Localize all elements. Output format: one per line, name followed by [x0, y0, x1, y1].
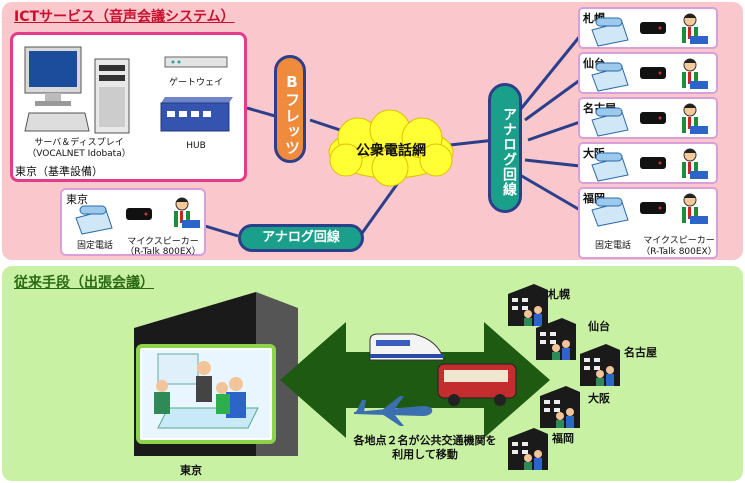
bflets-pill: Bフレッツ: [274, 55, 306, 163]
branch-speaker-label-line2: （R-Talk 800EX）: [641, 247, 717, 257]
server-tower-icon: [94, 58, 130, 134]
dest-sapporo: 札幌: [548, 288, 570, 301]
tokyo-speaker-label-line2: （R-Talk 800EX）: [125, 247, 201, 257]
keyboard-icon: [24, 112, 90, 132]
ict-section-title: ICTサービス（音声会議システム）: [14, 9, 235, 25]
tokyo-client-city: 東京: [66, 193, 88, 206]
dest-nagoya: 名古屋: [624, 346, 657, 359]
hub-label: HUB: [186, 141, 206, 151]
dest-osaka: 大阪: [588, 392, 610, 405]
tokyo-client-box: 東京 固定電話 マイクスピーカー （R-Talk 800EX）: [60, 188, 206, 257]
destination-buildings: [508, 284, 620, 470]
tokyo-hq-box: ゲートウェイ HUB サーバ＆ディスプレイ （VOCALNET Idobata）…: [10, 32, 247, 182]
hq-location-label: 東京（基準設備）: [15, 165, 103, 178]
server-label-line2: （VOCALNET Idobata）: [27, 149, 131, 159]
branch-devices: [591, 13, 709, 227]
bottom-hq-label: 東京: [180, 464, 202, 477]
airplane-icon: [354, 396, 433, 426]
server-label-line1: サーバ＆ディスプレイ: [34, 138, 124, 148]
analog-line-vertical-pill: アナログ回線: [488, 83, 522, 213]
tokyo-client-devices: [75, 197, 201, 235]
hub-icon: [160, 97, 233, 132]
branch-speaker-label-line1: マイクスピーカー: [643, 236, 715, 246]
tokyo-office-building: [134, 292, 298, 456]
travel-note-line2: 利用して移動: [392, 448, 458, 461]
tokyo-speaker-label-line1: マイクスピーカー: [127, 237, 199, 247]
dest-sendai: 仙台: [588, 320, 610, 333]
dest-fukuoka: 福岡: [552, 432, 574, 445]
monitor-icon: [24, 46, 82, 106]
tokyo-phone-label: 固定電話: [76, 241, 113, 251]
gateway-icon: [164, 56, 228, 68]
travel-note-line1: 各地点２名が公共交通機関を: [353, 434, 497, 447]
cloud-label: 公衆電話網: [356, 143, 426, 159]
public-telephone-network-cloud: [328, 109, 454, 187]
bus-icon: [437, 363, 517, 406]
travel-double-arrow: [280, 322, 550, 438]
traditional-section-title: 従来手段（出張会議）: [14, 275, 154, 291]
gateway-label: ゲートウェイ: [168, 78, 223, 88]
analog-line-horizontal-pill: アナログ回線: [238, 224, 364, 252]
bullet-train-icon: [369, 333, 445, 361]
branch-phone-label: 固定電話: [594, 241, 631, 251]
